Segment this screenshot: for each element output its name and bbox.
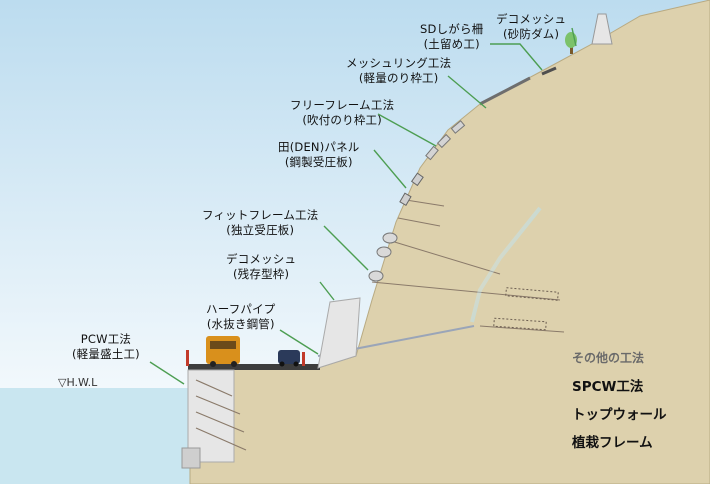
sabo-dam [591, 13, 613, 45]
groundwater-seepage [470, 206, 542, 323]
label-den-panel-line2: (鋼製受圧板) [284, 155, 353, 169]
road-surface [188, 364, 320, 370]
sd-fence [541, 66, 557, 76]
label-pcw: PCW工法 (軽量盛土工) [72, 332, 140, 362]
deco-mesh-retaining-form [317, 297, 361, 369]
label-fit-frame-line2: (独立受圧板) [226, 223, 295, 237]
river-water [0, 388, 190, 484]
other-method-item: SPCW工法 [572, 379, 644, 395]
label-mesh-ring-line2: (軽量のり枠工) [358, 71, 439, 85]
label-pcw-line1: PCW工法 [80, 332, 132, 346]
label-sd-fence-line2: (土留め工) [423, 37, 480, 51]
pcw-anchors [195, 379, 247, 451]
pcw-fill-block [187, 369, 235, 463]
label-mesh-ring-line1: メッシュリング工法 [346, 56, 452, 70]
label-den-panel-line1: 田(DEN)パネル [278, 140, 360, 154]
label-half-pipe-line2: (水抜き鋼管) [206, 317, 275, 331]
label-den-panel: 田(DEN)パネル (鋼製受圧板) [278, 140, 360, 170]
label-mesh-ring: メッシュリング工法 (軽量のり枠工) [346, 56, 451, 86]
anchor-bond-upper [505, 287, 559, 301]
other-methods: その他の工法 SPCW工法 トップウォール 植栽フレーム [572, 349, 667, 459]
other-methods-heading: その他の工法 [572, 351, 645, 365]
fit-frame-plates [368, 232, 398, 282]
label-deco-mesh-form-line2: (残存型枠) [233, 267, 290, 281]
pcw-footing [181, 447, 201, 469]
label-free-frame-line1: フリーフレーム工法 [290, 98, 395, 112]
label-free-frame: フリーフレーム工法 (吹付のり枠工) [290, 98, 394, 128]
label-deco-mesh-sabo-line2: (砂防ダム) [503, 27, 560, 41]
high-water-level-label: ▽H.W.L [58, 376, 98, 389]
label-fit-frame: フィットフレーム工法 (独立受圧板) [202, 208, 318, 238]
label-sd-fence: SDしがら柵 (土留め工) [420, 22, 483, 52]
den-panels [399, 172, 424, 207]
label-half-pipe: ハーフパイプ (水抜き鋼管) [206, 302, 276, 332]
label-half-pipe-line1: ハーフパイプ [206, 302, 276, 316]
slope-anchors [371, 199, 565, 333]
label-free-frame-line2: (吹付のり枠工) [302, 113, 382, 127]
label-sd-fence-line1: SDしがら柵 [420, 22, 484, 36]
label-deco-mesh-form: デコメッシュ (残存型枠) [226, 252, 296, 282]
other-method-item: トップウォール [572, 407, 667, 423]
leader-lines [149, 27, 577, 385]
car [278, 350, 300, 367]
label-deco-mesh-sabo: デコメッシュ (砂防ダム) [496, 12, 566, 42]
guardrail [186, 350, 305, 366]
free-frame-beams [425, 120, 466, 161]
label-deco-mesh-sabo-line1: デコメッシュ [496, 12, 567, 26]
other-method-item: 植栽フレーム [572, 435, 653, 451]
mesh-ring-frame [479, 76, 531, 106]
anchor-bond-lower [493, 317, 547, 331]
label-deco-mesh-form-line1: デコメッシュ [226, 252, 297, 266]
label-fit-frame-line1: フィットフレーム工法 [202, 208, 319, 222]
bus [206, 336, 240, 367]
label-pcw-line2: (軽量盛土工) [72, 347, 140, 361]
